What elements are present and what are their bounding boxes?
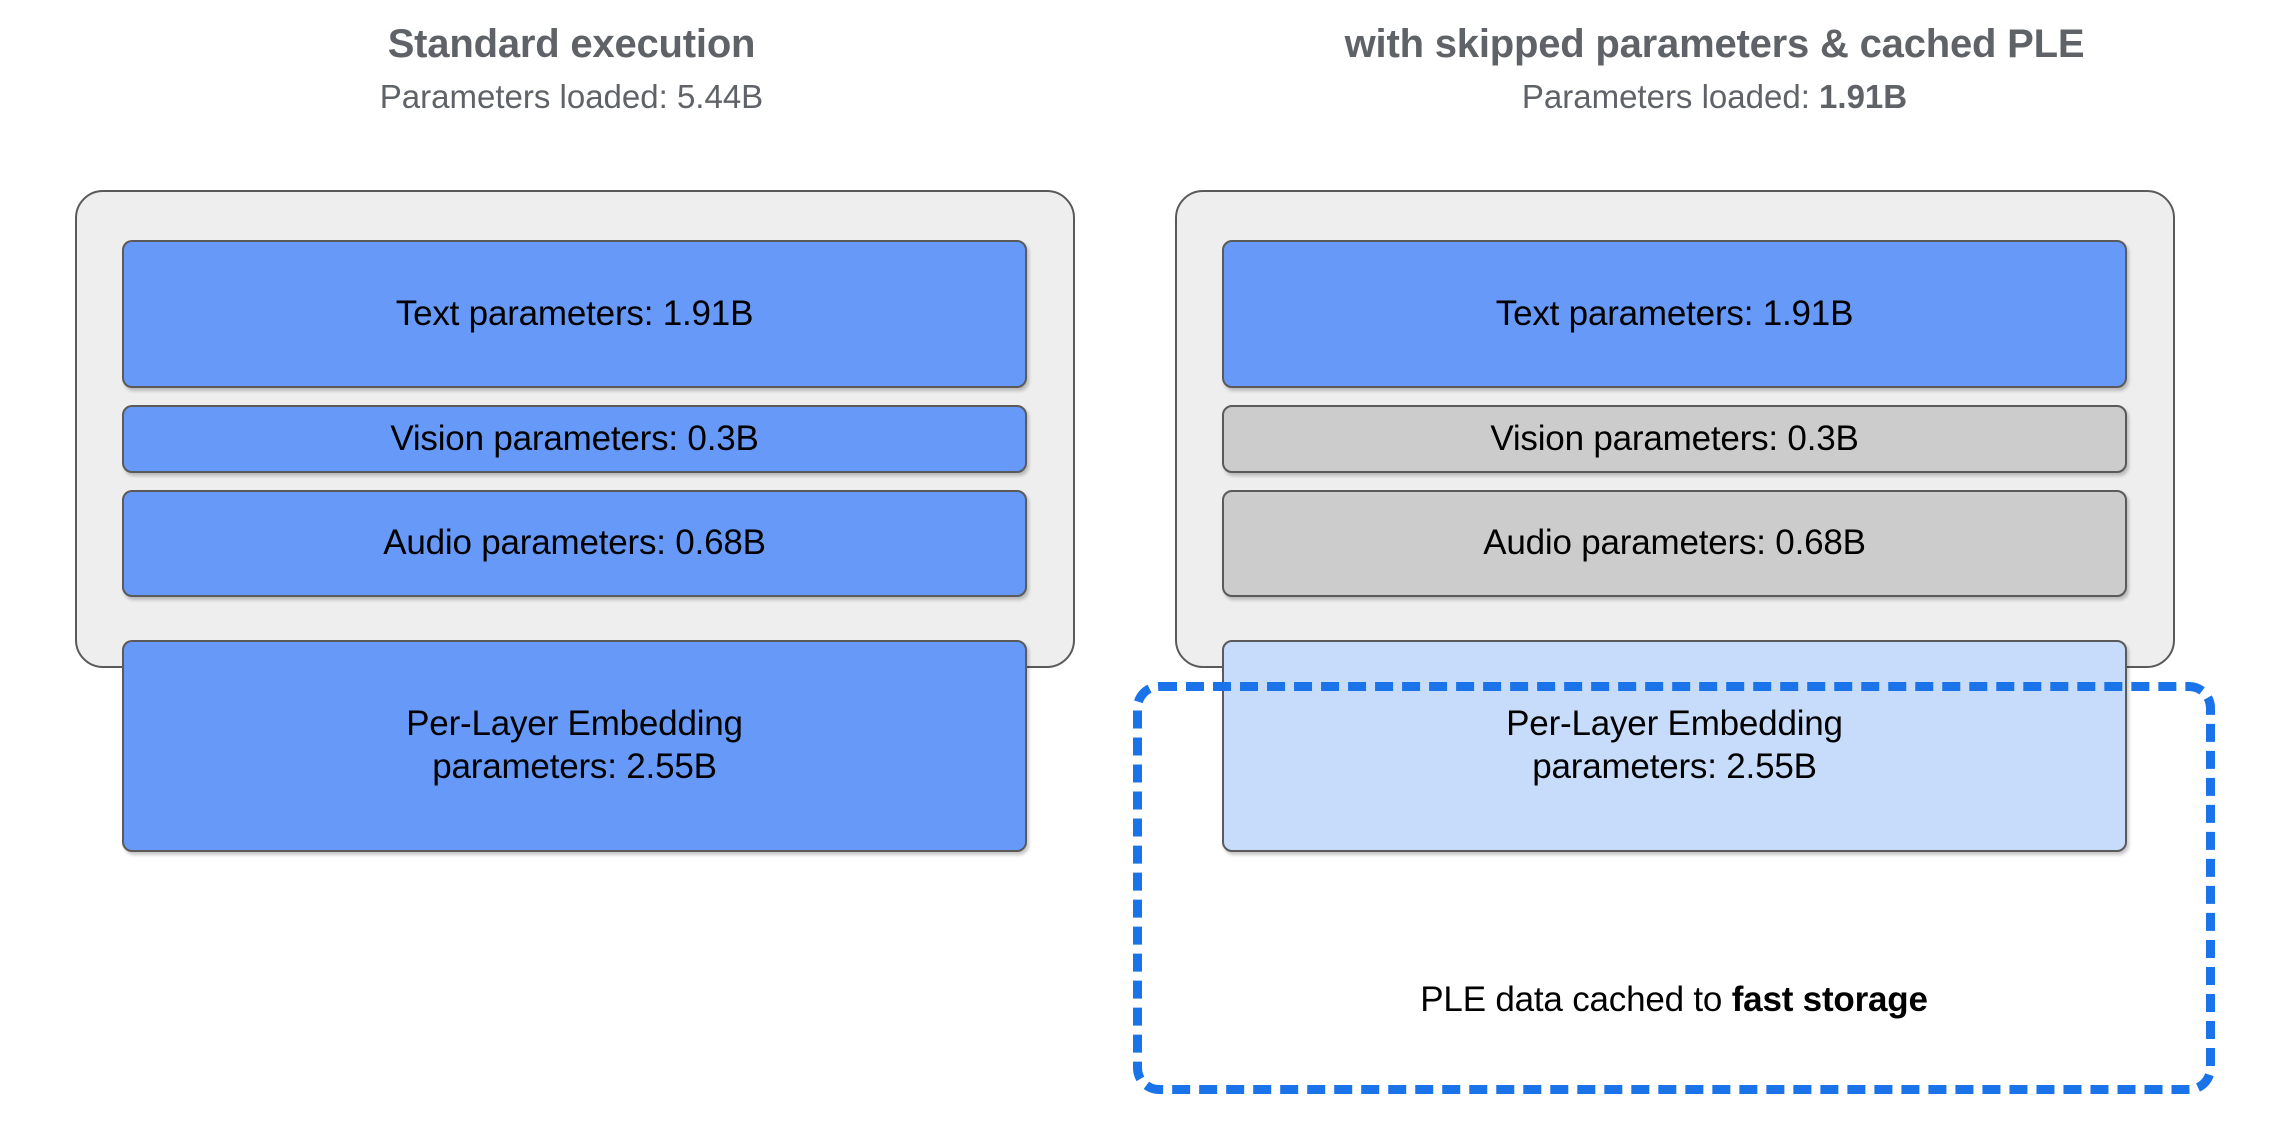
column-standard-execution: Standard execution Parameters loaded: 5.… [0,22,1143,852]
optimized-ple-line-1: Per-Layer Embedding [1506,704,1843,744]
optimized-audio-parameters-block-skipped: Audio parameters: 0.68B [1222,490,2127,597]
standard-ple-line-2: parameters: 2.55B [432,747,717,786]
optimized-params-loaded-value: 1.91B [1819,78,1908,115]
cache-caption: PLE data cached to fast storage [1133,980,2215,1020]
optimized-execution-title: with skipped parameters & cached PLE [1344,22,2085,66]
standard-text-parameters-block: Text parameters: 1.91B [122,240,1027,388]
optimized-params-loaded-label: Parameters loaded: [1521,78,1820,115]
optimized-ple-line-2: parameters: 2.55B [1532,747,1817,786]
optimized-execution-parameters-loaded: Parameters loaded: 1.91B [1143,78,2286,116]
optimized-vision-parameters-block-skipped: Vision parameters: 0.3B [1222,405,2127,473]
standard-params-loaded-label: Parameters loaded: [379,78,677,115]
column-optimized-execution: with skipped parameters & cached PLE Par… [1133,0,2286,1134]
optimized-ple-parameters-block-cached: Per-Layer Embedding parameters: 2.55B [1222,640,2127,852]
standard-audio-parameters-block: Audio parameters: 0.68B [122,490,1027,597]
cache-caption-emphasis: fast storage [1731,980,1928,1019]
optimized-text-parameters-block: Text parameters: 1.91B [1222,240,2127,388]
standard-params-loaded-value: 5.44B [676,78,764,115]
standard-execution-title: Standard execution [387,22,756,66]
standard-ple-parameters-block: Per-Layer Embedding parameters: 2.55B [122,640,1027,852]
standard-ple-line-1: Per-Layer Embedding [406,704,743,744]
cache-caption-prefix: PLE data cached to [1420,980,1732,1019]
standard-vision-parameters-block: Vision parameters: 0.3B [122,405,1027,473]
standard-execution-parameters-loaded: Parameters loaded: 5.44B [0,78,1143,116]
